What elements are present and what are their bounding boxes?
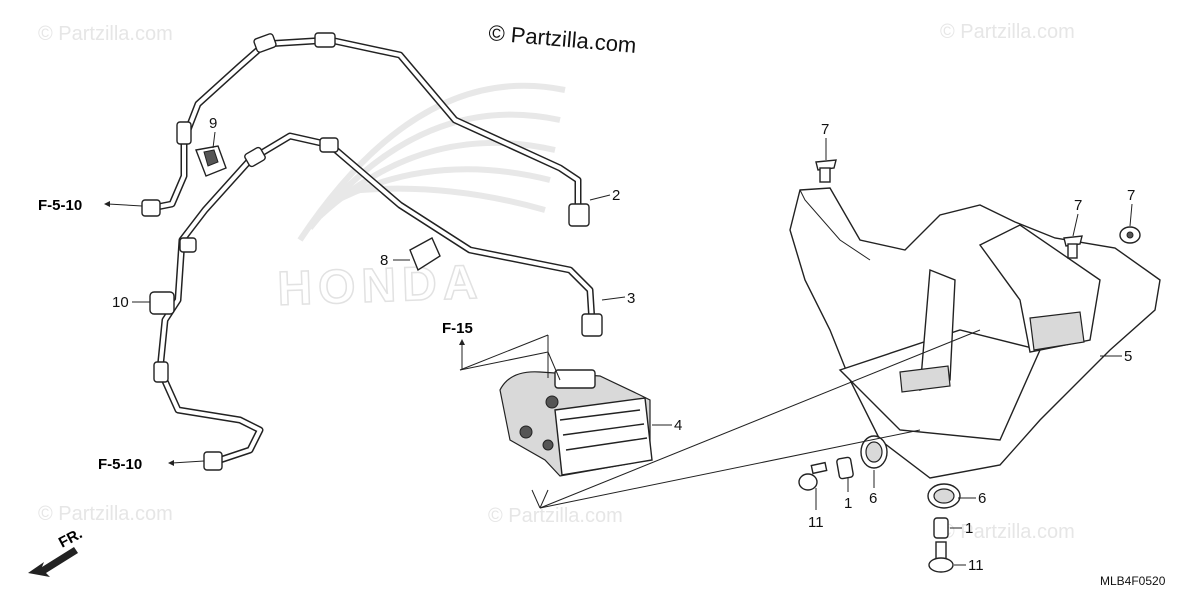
pipe-joint [244,146,266,168]
bolt-part-11-b [928,541,954,573]
bolt-part-7-a [815,159,837,183]
watermark-top-left: © Partzilla.com [38,23,173,45]
arrow-left-icon [168,460,174,466]
watermark-bottom-center: © Partzilla.com [488,505,623,527]
watermark-bottom-right: © Partzilla.com [940,521,1075,543]
clamp-part-8 [409,237,441,272]
grommet-part-6-b [927,483,961,509]
callout-11-b: 11 [968,557,984,574]
copyright-notice: © Partzilla.com [488,20,638,58]
watermark-bottom-left: © Partzilla.com [38,503,173,525]
arrow-left-icon [104,201,110,207]
pipe-fitting-bottom [203,451,223,471]
callout-7-b: 7 [1074,197,1082,214]
callout-4: 4 [674,417,682,434]
pipe-fitting-2 [568,203,590,227]
ref-f-5-10-bottom: F-5-10 [98,456,142,473]
pipe-joint [319,137,339,153]
callout-7-c: 7 [1127,187,1135,204]
leader-lines [104,131,1133,566]
ref-f-15: F-15 [442,320,473,337]
pipe-joint [314,32,336,48]
pipe-joint [179,237,197,253]
pipe-joint [253,33,277,53]
callout-1-b: 1 [965,520,973,537]
brake-pipe-lower [156,132,596,466]
ref-f-5-10-top: F-5-10 [38,197,82,214]
callout-5: 5 [1124,348,1132,365]
callout-1-a: 1 [844,495,852,512]
callout-7-a: 7 [821,121,829,138]
callout-10: 10 [112,294,129,311]
callout-8: 8 [380,252,388,269]
abs-modulator-part-4 [499,369,653,477]
callout-6-b: 6 [978,490,986,507]
collar-part-1-a [836,456,854,480]
clamp-part-9-detail [203,149,219,167]
callout-6-a: 6 [869,490,877,507]
watermark-top-right: © Partzilla.com [940,21,1075,43]
f15-arrow-icon [459,339,465,345]
bolt-part-11-a [798,461,828,491]
pipe-joint [176,121,192,145]
callout-11-a: 11 [808,514,824,531]
pipe-fitting-3 [581,313,603,337]
callout-3: 3 [627,290,635,307]
callout-9: 9 [209,115,217,132]
bolt-part-7-b [1063,235,1083,259]
pipe-joint [153,361,169,383]
bolt-part-7-c [1119,226,1141,244]
front-direction-arrow-icon [28,547,78,577]
grommet-part-6-a [860,435,888,469]
front-label: FR. [56,525,85,551]
honda-logo-text: HONDA [277,256,485,316]
honda-wing-logo [297,82,566,242]
pipe-fitting-top [141,199,161,217]
diagram-code: MLB4F0520 [1100,574,1166,588]
callout-2: 2 [612,187,620,204]
under-cover-part-5 [789,187,1161,479]
grommet-part-10 [149,291,175,315]
collar-part-1-b [933,517,949,539]
